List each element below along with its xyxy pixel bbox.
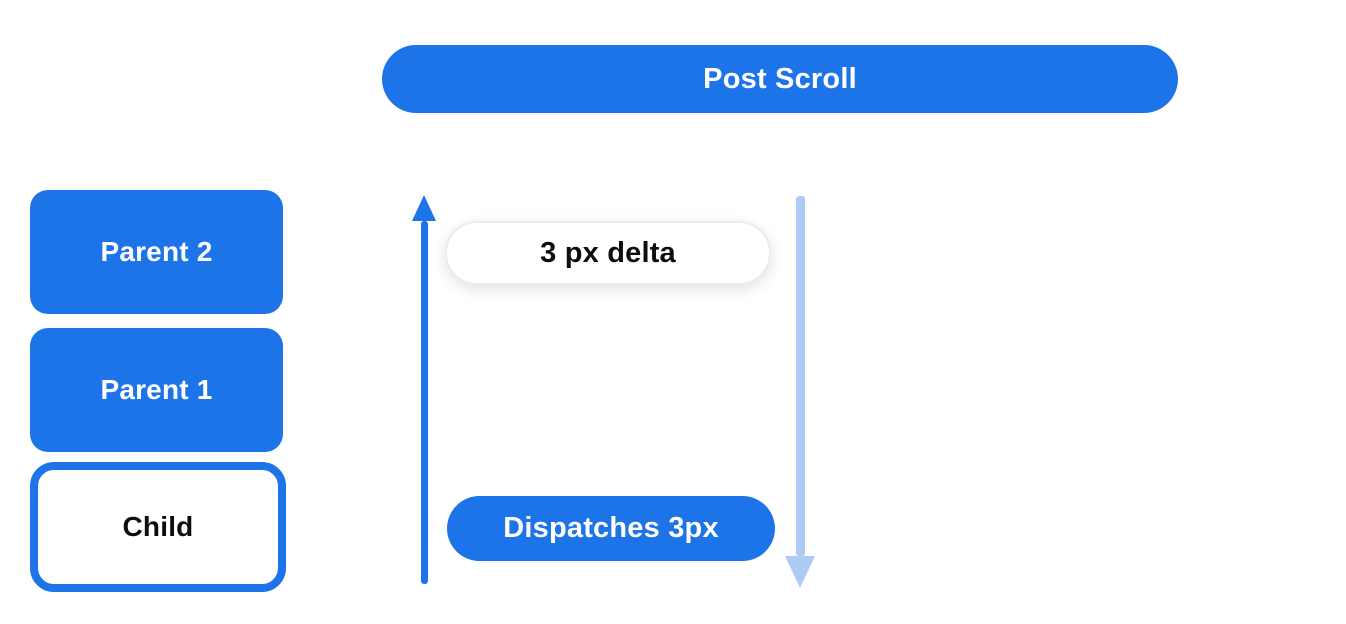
up-arrow-head bbox=[412, 195, 436, 221]
down-arrow-icon bbox=[785, 196, 815, 588]
parent-2-box: Parent 2 bbox=[30, 190, 283, 314]
dispatches-label-pill: Dispatches 3px bbox=[447, 496, 775, 561]
parent-1-box: Parent 1 bbox=[30, 328, 283, 452]
post-scroll-banner: Post Scroll bbox=[382, 45, 1178, 113]
down-arrow-head bbox=[785, 556, 815, 588]
delta-label-pill: 3 px delta bbox=[445, 221, 771, 285]
up-arrow-shaft bbox=[420, 221, 428, 584]
up-arrow-icon bbox=[412, 195, 436, 584]
child-box: Child bbox=[30, 462, 286, 592]
down-arrow-shaft bbox=[795, 196, 805, 556]
